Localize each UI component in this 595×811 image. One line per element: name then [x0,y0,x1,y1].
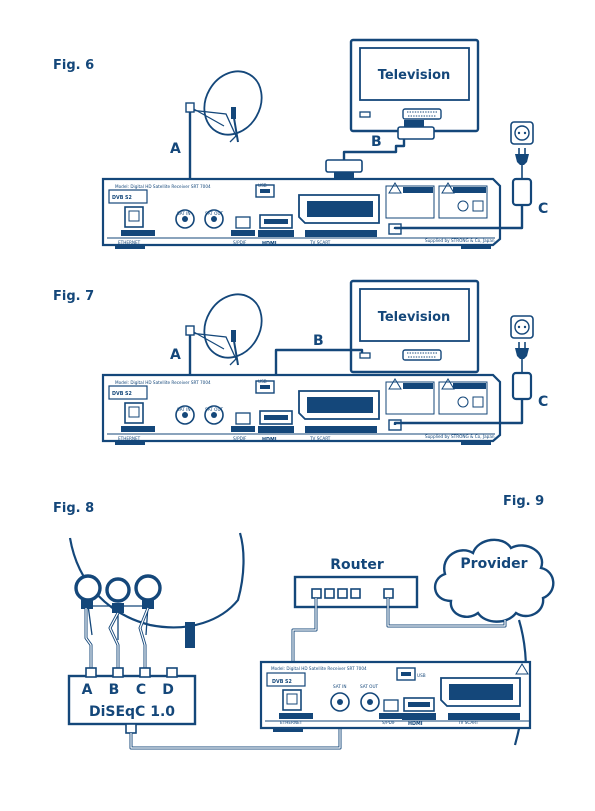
fig6-receiver-ethernet: ETHERNET [118,240,141,245]
diseqc-switch: A B C D DiSEqC 1.0 [67,667,197,734]
fig7-label-b: B [313,333,324,349]
fig7-receiver-tv-scart: TV SCART [309,436,331,441]
fig7-receiver-attention: ATTENTION [455,384,485,390]
fig6-receiver-spdif: S/PDIF [233,240,247,245]
fig7-satellite-dish [185,283,274,369]
fig6-label-b: B [371,134,382,150]
fig6-label-c: C [538,201,548,217]
fig6-receiver-usb: USB [258,183,267,188]
fig6-satellite-dish [185,60,274,146]
fig6-receiver-tv-scart: TV SCART [309,240,331,245]
fig6-receiver-attention: ATTENTION [455,188,485,194]
fig6-power [393,120,535,230]
fig6-television-label: Television [378,68,451,83]
fig6-television: Television [349,38,480,133]
router: Router [293,557,419,609]
fig6-receiver: Model: Digital HD Satellite Receiver SRT… [101,177,502,251]
fig7-receiver-hdmi: HDMI [262,437,277,443]
diseqc-title: DiSEqC 1.0 [89,704,175,720]
fig8-lnb-group [74,574,162,640]
fig8-receiver-logo: DVB S2 [272,679,292,685]
fig7-receiver-sat-out: SAT OUT [205,407,224,412]
fig8-dish-arm [185,622,195,648]
fig9-title: Fig. 9 [503,494,544,509]
fig6-receiver-model: Model: Digital HD Satellite Receiver SRT… [115,184,211,189]
fig6-receiver-sat-in: SAT IN [177,211,191,216]
fig7-receiver-sat-in: SAT IN [177,407,191,412]
fig7-receiver-ethernet: ETHERNET [118,436,141,441]
fig6-receiver-caution: CAUTION [405,188,429,194]
fig7-receiver: Model: Digital HD Satellite Receiver SRT… [101,373,502,447]
provider-label: Provider [460,556,527,572]
fig7-label-a: A [170,347,181,363]
fig7-television: Television [349,279,480,374]
fig7-receiver-model: Model: Digital HD Satellite Receiver SRT… [115,380,211,385]
fig7-receiver-supplied: Supplied by STRONG & Co, Japan [425,434,495,439]
diseqc-port-a: A [82,682,93,698]
fig8-receiver-spdif: S/PDIF [382,720,396,725]
fig7-power [393,314,535,425]
fig8-receiver-sat-out: SAT OUT [360,684,379,689]
diseqc-port-b: B [109,682,120,698]
fig7-receiver-caution: CAUTION [405,384,429,390]
fig7-television-label: Television [378,310,451,325]
fig8-receiver-ethernet: ETHERNET [280,720,303,725]
provider-cloud: Provider [434,538,555,623]
fig8-receiver-model: Model: Digital HD Satellite Receiver SRT… [271,666,367,671]
router-label: Router [330,557,384,573]
fig6-label-a: A [170,141,181,157]
fig6-receiver-supplied: Supplied by STRONG & Co, Japan [425,238,495,243]
fig6-scart-cable [325,120,435,178]
fig8-receiver-usb: USB [417,673,426,678]
fig6-receiver-sat-out: SAT OUT [205,211,224,216]
fig8-title: Fig. 8 [53,501,94,516]
fig6-receiver-logo: DVB S2 [112,195,132,201]
fig7-label-c: C [538,394,548,410]
fig6-receiver-hdmi: HDMI [262,241,277,247]
fig8-receiver-tv-scart: TV SCART [457,720,479,725]
fig7-title: Fig. 7 [53,289,94,304]
fig7-receiver-spdif: S/PDIF [233,436,247,441]
fig7-receiver-usb: USB [258,379,267,384]
fig8-receiver-hdmi: HDMI [408,721,423,727]
diseqc-port-d: D [162,682,174,698]
fig8-receiver: Model: Digital HD Satellite Receiver SRT… [259,660,532,732]
fig8-receiver-sat-in: SAT IN [333,684,347,689]
fig7-receiver-logo: DVB S2 [112,391,132,397]
fig6-title: Fig. 6 [53,58,94,73]
diseqc-port-c: C [136,682,146,698]
fig8-lnb-cables [84,607,150,668]
